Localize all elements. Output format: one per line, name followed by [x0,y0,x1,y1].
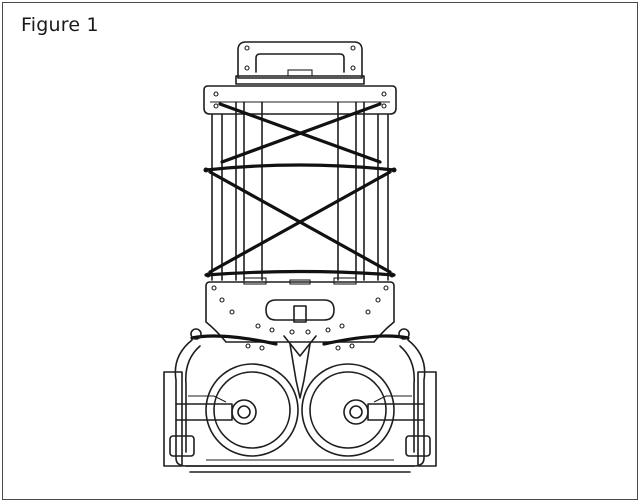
right-wheel-icon [301,363,425,457]
base-plate-icon [205,277,395,343]
frame-uprights-icon [211,101,389,281]
wheel-housing-icon [163,339,437,473]
bungee-cords-icon [203,102,397,278]
handle-icon [235,41,365,85]
top-crossbar-icon [203,85,397,115]
figure-caption: Figure 1 [21,14,99,36]
hinge-linkage-icon [190,328,410,399]
left-wheel-icon [175,363,299,457]
